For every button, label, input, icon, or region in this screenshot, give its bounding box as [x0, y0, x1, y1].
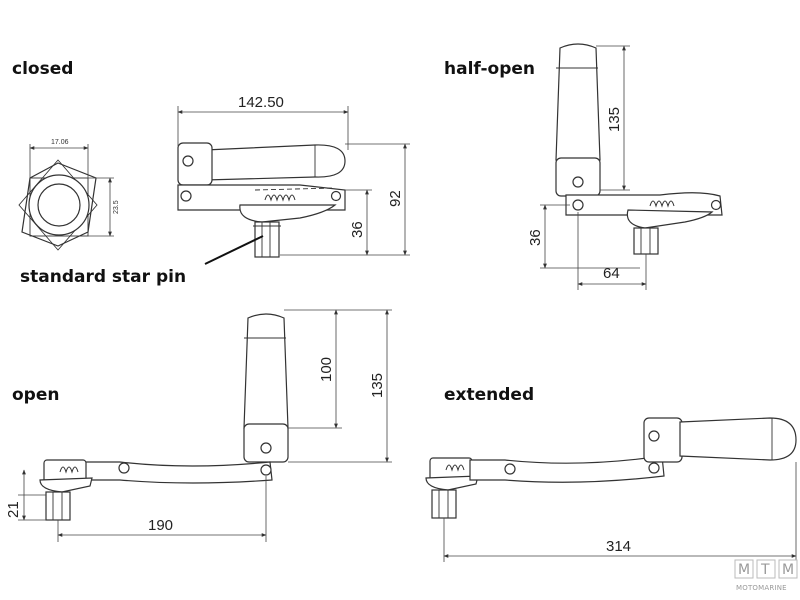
dim-open-height: 135 [369, 373, 386, 398]
logo-subtitle: MOTOMARINE [736, 584, 787, 592]
dim-open-pin: 21 [5, 501, 22, 518]
extended-view-handle [425, 417, 797, 519]
view-title-extended: extended [444, 385, 534, 405]
half-open-view-dimensions: 135 36 64 [527, 45, 647, 290]
dim-open-handle: 100 [318, 357, 335, 382]
callout-standard-star-pin: standard star pin [20, 267, 186, 287]
dim-star-width: 17.06 [51, 139, 69, 146]
logo-letter-m2: M [782, 562, 794, 578]
motomarine-logo: M T M MOTOMARINE [734, 559, 798, 592]
dim-half-open-handle: 135 [606, 107, 623, 132]
view-title-closed: closed [12, 59, 73, 79]
dim-half-open-pin: 36 [527, 229, 544, 246]
open-view-dimensions: 100 135 21 190 [5, 309, 392, 542]
star-pin-top-view: 17.06 23.5 [18, 139, 120, 251]
view-title-open: open [12, 385, 59, 405]
dim-half-open-offset: 64 [603, 265, 620, 282]
extended-view-dimensions: 314 [443, 462, 797, 562]
dim-extended-length: 314 [606, 538, 631, 555]
view-title-half-open: half-open [444, 59, 535, 79]
closed-view-dimensions: 142.50 92 36 [177, 94, 410, 256]
dim-closed-height: 92 [387, 190, 404, 207]
half-open-view-handle [555, 43, 723, 255]
open-view-handle [39, 313, 289, 521]
dim-closed-pin: 36 [349, 221, 366, 238]
star-pin-callout: standard star pin [20, 235, 264, 287]
closed-view-handle [177, 142, 346, 258]
dim-open-length: 190 [148, 517, 173, 534]
logo-letter-t: T [760, 562, 770, 578]
dim-star-height: 23.5 [113, 200, 120, 214]
logo-letter-m1: M [738, 562, 750, 578]
dim-closed-length: 142.50 [238, 94, 284, 111]
